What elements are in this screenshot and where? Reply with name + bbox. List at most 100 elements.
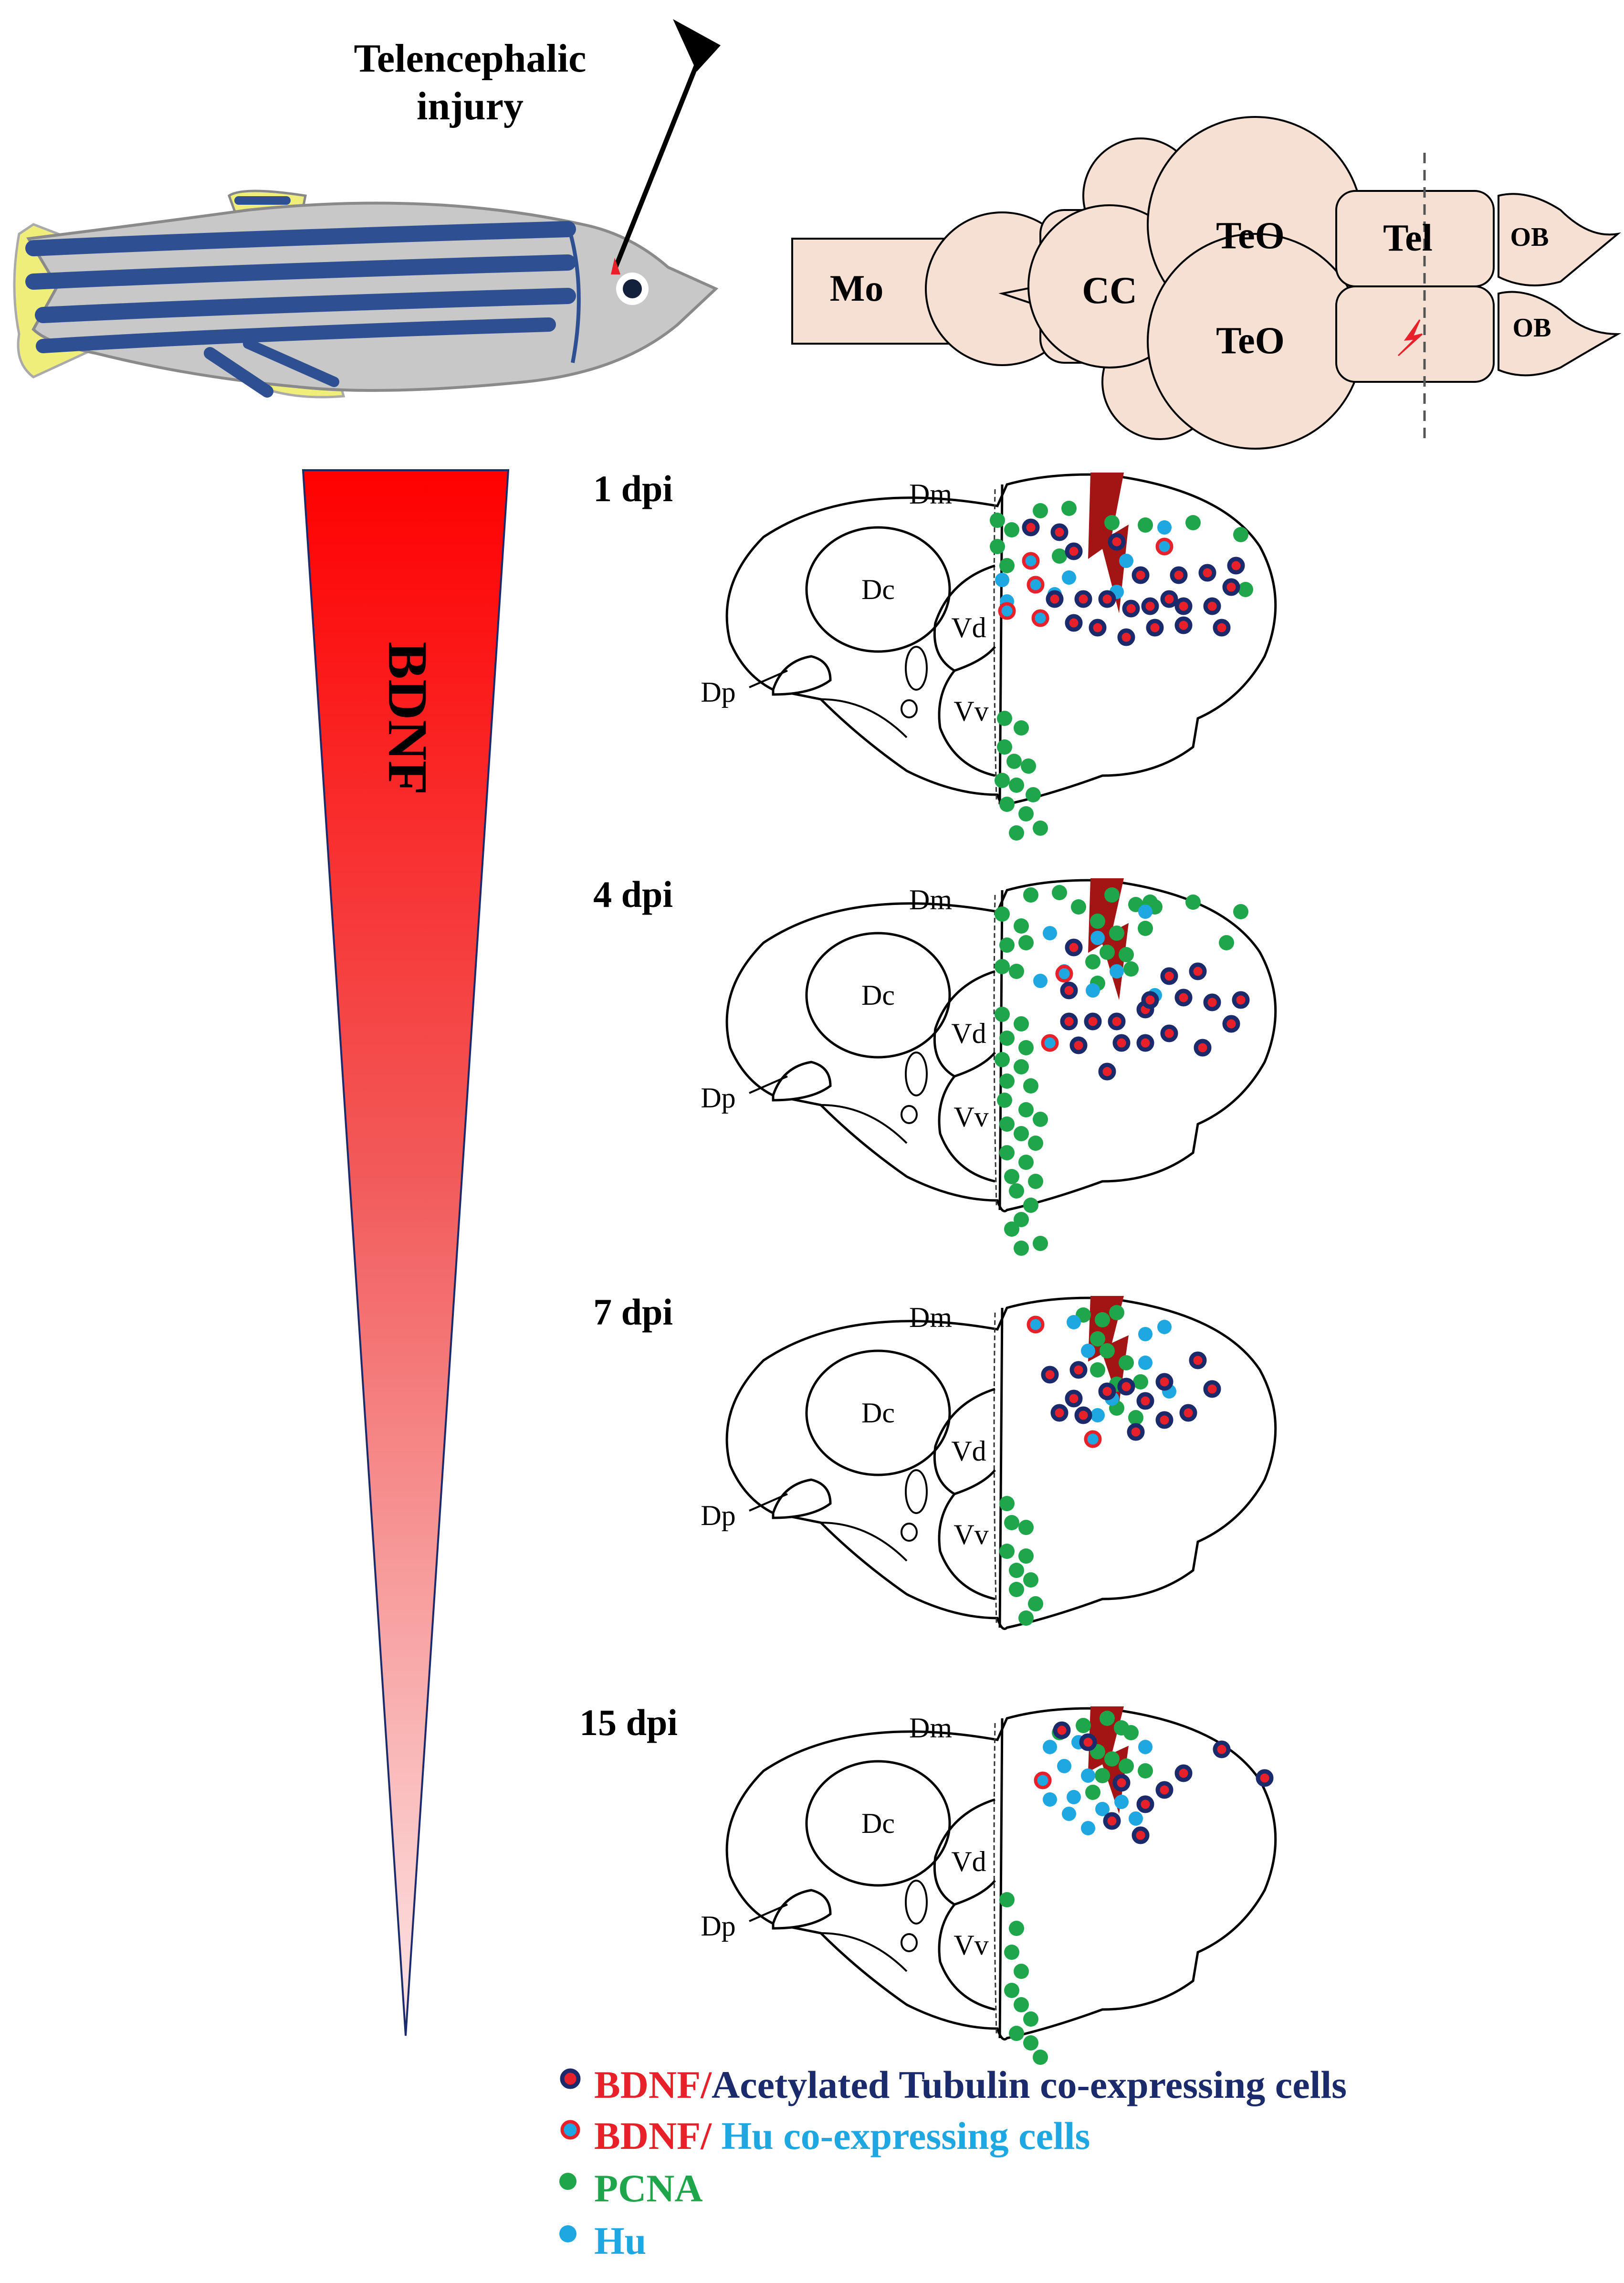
cell-pcna xyxy=(1018,1610,1034,1626)
cell-pcna xyxy=(1090,914,1105,929)
label-dp: Dp xyxy=(701,1500,735,1531)
label-dc: Dc xyxy=(861,979,895,1011)
cell-hu xyxy=(1129,1811,1143,1826)
cell-pcna xyxy=(1109,926,1124,941)
cell-pcna xyxy=(1009,825,1024,841)
dp-pointer-line xyxy=(749,1904,788,1922)
cell-pcna xyxy=(995,959,1010,974)
cell-bdnf-acetylated-tubulin xyxy=(1203,1380,1221,1398)
cell-pcna xyxy=(1133,1374,1148,1389)
cell-pcna xyxy=(1018,935,1034,950)
cell-bdnf-hu xyxy=(1155,537,1173,556)
region-label-teo-bottom: TeO xyxy=(1216,320,1285,362)
cell-hu xyxy=(995,573,1009,587)
cell-pcna xyxy=(1119,1758,1134,1774)
label-dm: Dm xyxy=(909,1712,952,1744)
cell-bdnf-hu xyxy=(1034,1771,1052,1789)
cell-pcna xyxy=(999,1145,1015,1160)
region-label-ob-bottom: OB xyxy=(1513,313,1551,343)
legend-item-bdnf-acetylated-tubulin: BDNF/Acetylated Tubulin co-expressing ce… xyxy=(560,2063,1347,2106)
cell-pcna xyxy=(1004,1945,1019,1960)
cell-pcna xyxy=(1023,1572,1038,1588)
cell-pcna xyxy=(999,1892,1015,1907)
cell-pcna xyxy=(995,1007,1010,1022)
cell-bdnf-acetylated-tubulin xyxy=(1084,1012,1102,1031)
cell-bdnf-acetylated-tubulin xyxy=(1132,1826,1150,1844)
cell-pcna xyxy=(1138,517,1153,533)
cell-bdnf-acetylated-tubulin xyxy=(1213,619,1231,637)
cell-bdnf-acetylated-tubulin xyxy=(1141,991,1159,1009)
ventricle xyxy=(905,1469,928,1514)
label-vv: Vv xyxy=(953,695,988,727)
olfactory-bulb-bottom xyxy=(1498,291,1622,377)
cell-bdnf-acetylated-tubulin xyxy=(1098,1382,1116,1400)
cell-bdnf-acetylated-tubulin xyxy=(1174,597,1193,615)
region-label-teo-top: TeO xyxy=(1216,215,1285,257)
telencephalon-bottom xyxy=(1335,285,1495,383)
cell-bdnf-acetylated-tubulin xyxy=(1136,1795,1154,1813)
cell-pcna xyxy=(1006,754,1022,769)
label-vd: Vd xyxy=(951,1435,986,1467)
cell-pcna xyxy=(1023,1078,1038,1094)
cell-bdnf-acetylated-tubulin xyxy=(1098,1063,1116,1081)
label-dp: Dp xyxy=(701,676,735,708)
cell-bdnf-hu xyxy=(1027,576,1045,594)
cell-hu xyxy=(1062,570,1076,585)
cell-bdnf-acetylated-tubulin xyxy=(1103,1812,1121,1830)
cell-bdnf-acetylated-tubulin xyxy=(1160,590,1178,608)
cell-bdnf-acetylated-tubulin xyxy=(1022,518,1040,537)
cell-bdnf-acetylated-tubulin xyxy=(1256,1769,1274,1787)
cell-hu xyxy=(1138,1356,1153,1370)
cell-pcna xyxy=(999,558,1015,573)
cell-pcna xyxy=(1009,1921,1024,1936)
section-midline-detail xyxy=(993,1723,997,2034)
cell-pcna xyxy=(1018,1040,1034,1055)
region-vd-outline xyxy=(933,1798,996,1906)
cell-pcna xyxy=(1100,1711,1115,1726)
region-lower-lobe xyxy=(820,1104,908,1144)
fish-stripe xyxy=(36,317,556,353)
cell-hu xyxy=(1110,964,1124,978)
cell-bdnf-acetylated-tubulin xyxy=(1079,1733,1097,1751)
ventricle xyxy=(901,1523,918,1542)
cell-pcna xyxy=(1100,1343,1115,1358)
cell-bdnf-acetylated-tubulin xyxy=(1117,628,1135,646)
cell-hu xyxy=(1081,1344,1095,1358)
cell-bdnf-hu xyxy=(1055,965,1073,983)
region-vv-outline xyxy=(938,1075,995,1183)
cell-pcna xyxy=(1009,964,1024,979)
region-dp-outline xyxy=(772,1889,832,1930)
cell-hu xyxy=(1043,1740,1057,1754)
fish-fin-stripe xyxy=(204,347,273,398)
cell-hu xyxy=(1057,1759,1071,1773)
cell-pcna xyxy=(1052,885,1067,900)
legend-text-bdnf-2: BDNF/ xyxy=(594,2114,712,2157)
injury-needle-icon xyxy=(673,19,721,72)
cell-hu xyxy=(1157,1320,1172,1334)
legend-text-bdnf: BDNF/ xyxy=(594,2063,712,2106)
cell-pcna xyxy=(999,1073,1015,1089)
legend-item-pcna: PCNA xyxy=(559,2167,703,2210)
cell-bdnf-acetylated-tubulin xyxy=(1136,1392,1154,1410)
cell-bdnf-acetylated-tubulin xyxy=(1065,938,1083,957)
cell-pcna xyxy=(1138,921,1153,936)
cell-pcna xyxy=(1128,1410,1143,1425)
cell-bdnf-acetylated-tubulin xyxy=(1089,619,1107,637)
cell-pcna xyxy=(1018,1155,1034,1170)
cell-pcna xyxy=(1023,2011,1038,2027)
cell-hu xyxy=(1043,926,1057,940)
fish-stripe xyxy=(35,288,576,323)
cell-hu xyxy=(1119,554,1133,568)
cell-pcna xyxy=(1014,1126,1029,1141)
cell-pcna xyxy=(1004,1515,1019,1530)
injury-label: Telencephalic xyxy=(354,36,587,81)
cell-bdnf-acetylated-tubulin xyxy=(1170,566,1188,584)
cell-pcna xyxy=(1004,1221,1019,1237)
cell-pcna xyxy=(1104,1751,1120,1767)
cell-bdnf-acetylated-tubulin xyxy=(1179,1404,1197,1422)
region-dc-outline xyxy=(805,1349,951,1476)
label-dc: Dc xyxy=(861,1397,895,1429)
injury-label: injury xyxy=(417,84,524,128)
cell-pcna xyxy=(1018,1520,1034,1535)
